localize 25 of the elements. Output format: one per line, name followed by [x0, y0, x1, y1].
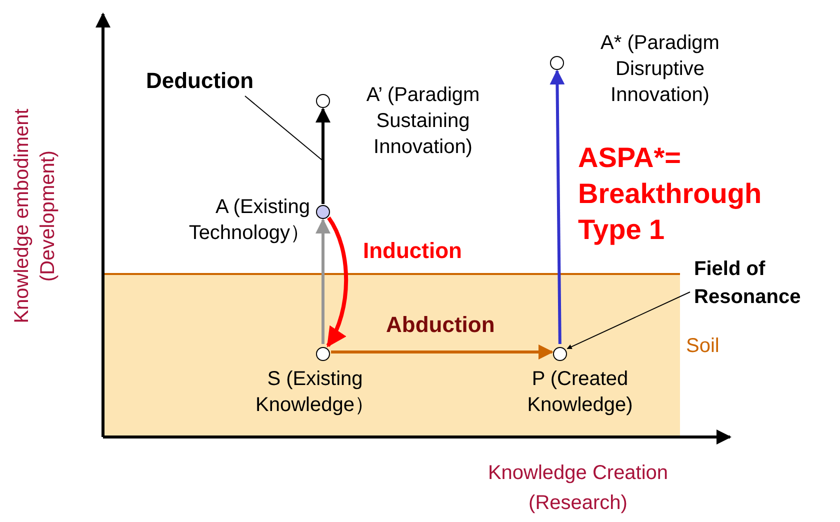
arrow [316, 218, 330, 344]
point-marker [316, 347, 330, 361]
point-caption: S (Existing Knowledge） [254, 367, 376, 418]
edge-label: Abduction [386, 312, 495, 338]
soil-band [103, 273, 680, 437]
axis-title: Knowledge Creation (Research) [486, 461, 670, 516]
point-marker [316, 205, 330, 219]
arrow [331, 344, 554, 360]
point-caption: A* (Paradigm Disruptive Innovation) [600, 31, 720, 108]
arrow [550, 70, 565, 344]
band-label: Soil [686, 334, 720, 359]
annotation-text: Deduction [146, 66, 286, 96]
edge-label: Induction [363, 238, 462, 264]
arrow [326, 216, 348, 348]
point-marker [553, 347, 567, 361]
point-caption: A (Existing Technology） [188, 195, 310, 246]
annotation-text: Field of Resonance [694, 255, 840, 311]
point-caption: P (Created Knowledge) [526, 367, 634, 418]
arrow [316, 108, 330, 204]
type-annotation: ASPA*= Breakthrough Type 1 [578, 141, 763, 247]
point-caption: A’ (Paradigm Sustaining Innovation) [365, 83, 481, 160]
leader-line [244, 96, 322, 160]
point-marker [316, 94, 330, 108]
point-marker [550, 56, 564, 70]
axis-title: Knowledge embodiment (Development) [10, 108, 60, 326]
